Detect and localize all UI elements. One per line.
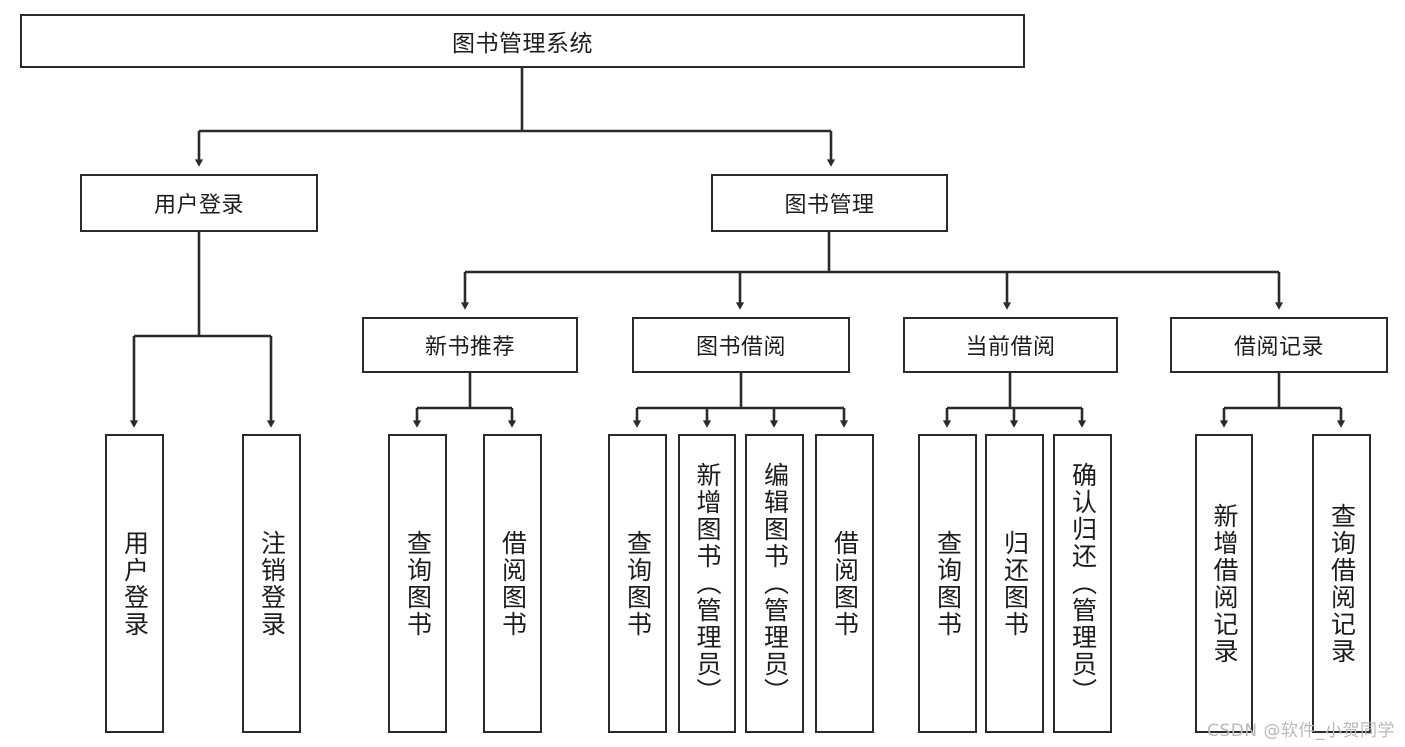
node-root-system[interactable]: 图书管理系统 xyxy=(20,14,1025,68)
node-label: 查询图书 xyxy=(623,529,653,638)
leaf-query-book-borrow[interactable]: 查询图书 xyxy=(608,434,667,733)
leaf-add-book-admin[interactable]: 新增图书（管理员） xyxy=(678,434,736,733)
leaf-user-login[interactable]: 用户登录 xyxy=(105,434,164,733)
node-label: 图书管理系统 xyxy=(452,31,593,57)
node-label: 新增图书（管理员） xyxy=(693,462,722,705)
node-new-book-recommend[interactable]: 新书推荐 xyxy=(362,317,578,373)
node-label: 查询图书 xyxy=(403,529,433,638)
node-label: 新增借阅记录 xyxy=(1210,502,1239,665)
leaf-return-book[interactable]: 归还图书 xyxy=(985,434,1044,733)
leaf-confirm-return-admin[interactable]: 确认归还（管理员） xyxy=(1053,434,1112,733)
node-label: 新书推荐 xyxy=(424,335,515,360)
node-label: 查询图书 xyxy=(933,529,963,638)
node-label: 图书借阅 xyxy=(695,335,786,360)
node-label: 用户登录 xyxy=(153,193,244,218)
node-label: 查询借阅记录 xyxy=(1327,502,1357,665)
node-current-borrow[interactable]: 当前借阅 xyxy=(903,317,1118,373)
leaf-borrow-book-recommend[interactable]: 借阅图书 xyxy=(483,434,542,733)
leaf-query-book-current[interactable]: 查询图书 xyxy=(918,434,977,733)
leaf-borrow-book[interactable]: 借阅图书 xyxy=(815,434,874,733)
leaf-add-borrow-record[interactable]: 新增借阅记录 xyxy=(1195,434,1253,733)
node-label: 注销登录 xyxy=(257,529,287,638)
node-label: 借阅图书 xyxy=(498,529,528,638)
node-book-manage[interactable]: 图书管理 xyxy=(711,174,948,232)
node-label: 图书管理 xyxy=(784,193,875,218)
node-label: 确认归还（管理员） xyxy=(1068,462,1098,705)
node-label: 用户登录 xyxy=(120,529,150,638)
leaf-edit-book-admin[interactable]: 编辑图书（管理员） xyxy=(745,434,804,733)
node-borrow-record[interactable]: 借阅记录 xyxy=(1170,317,1388,373)
leaf-query-borrow-record[interactable]: 查询借阅记录 xyxy=(1312,434,1371,733)
node-book-borrow[interactable]: 图书借阅 xyxy=(632,317,850,373)
leaf-user-logout[interactable]: 注销登录 xyxy=(242,434,301,733)
node-label: 编辑图书（管理员） xyxy=(760,462,790,705)
node-user-login[interactable]: 用户登录 xyxy=(80,174,318,232)
node-label: 当前借阅 xyxy=(965,335,1056,360)
watermark-text: CSDN @软件_小贺同学 xyxy=(1207,721,1395,741)
node-label: 归还图书 xyxy=(1000,529,1030,638)
leaf-query-book-recommend[interactable]: 查询图书 xyxy=(388,434,447,733)
node-label: 借阅图书 xyxy=(830,529,860,638)
node-label: 借阅记录 xyxy=(1233,335,1324,360)
